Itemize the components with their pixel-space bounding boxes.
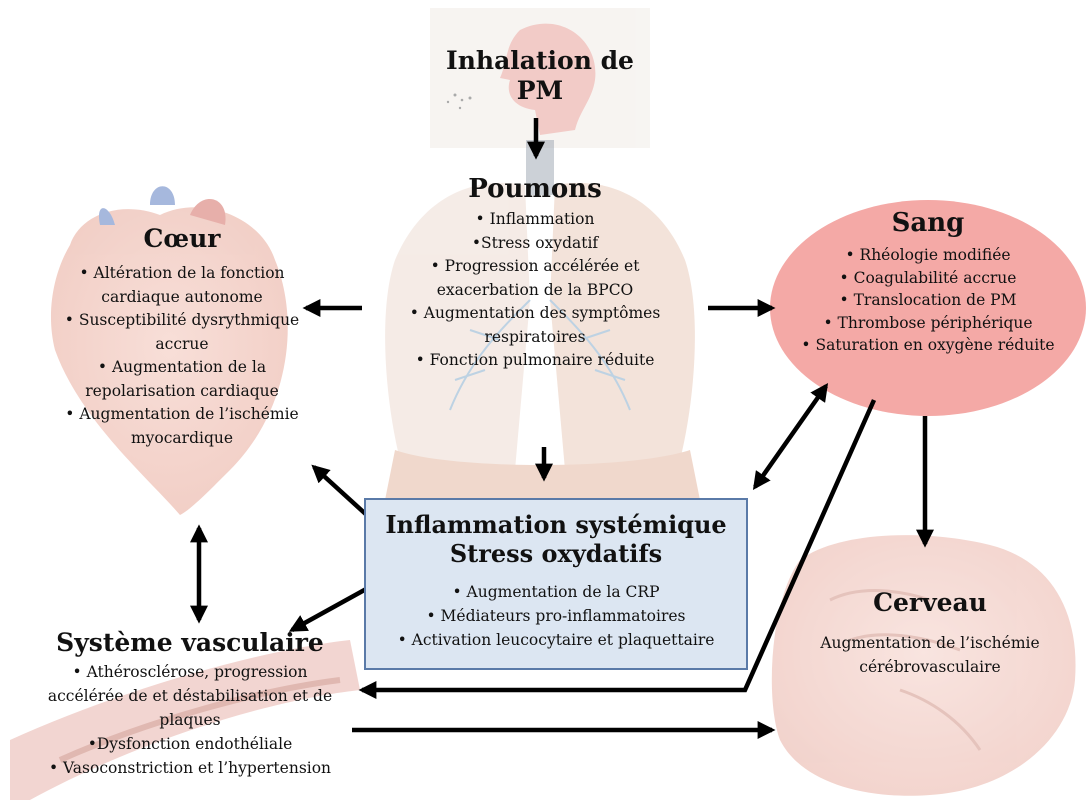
inhalation-title-line2: PM (516, 76, 564, 105)
systemic-item: • Augmentation de la CRP (452, 583, 660, 601)
vessel-illustration (10, 640, 360, 800)
blood-item: • Thrombose périphérique (823, 313, 1033, 332)
heart-item: myocardique (130, 428, 234, 447)
brain-block: Cerveau Augmentation de l’ischémie céréb… (810, 588, 1050, 679)
lungs-item: • Fonction pulmonaire réduite (415, 351, 655, 369)
lungs-illustration (385, 140, 700, 500)
blood-item: • Coagulabilité accrue (839, 268, 1017, 287)
arrow-blood-to-vascular (358, 399, 877, 699)
arrows (190, 118, 934, 739)
vascular-item: • Athérosclérose, progression (72, 663, 308, 681)
inhalation-title: Inhalation de PM (440, 46, 640, 106)
heart-item: repolarisation cardiaque (85, 381, 279, 400)
brain-item: Augmentation de l’ischémie (820, 634, 1040, 652)
arrow-systemic-to-vascular (288, 586, 370, 632)
heart-item: • Augmentation de la (97, 358, 267, 376)
lungs-item: exacerbation de la BPCO (436, 280, 634, 299)
blood-list: • Rhéologie modifiée • Coagulabilité acc… (790, 244, 1066, 357)
brain-list: Augmentation de l’ischémie cérébrovascul… (810, 632, 1050, 679)
systemic-title-line1: Inflammation systémique (385, 510, 727, 539)
systemic-title-line2: Stress oxydatifs (449, 539, 663, 568)
vascular-item: plaques (159, 711, 221, 729)
heart-item: • Susceptibilité dysrythmique (64, 311, 300, 329)
blood-block: Sang • Rhéologie modifiée • Coagulabilit… (790, 208, 1066, 357)
brain-item: cérébrovasculaire (859, 657, 1001, 676)
vascular-item: •Dysfonction endothéliale (87, 735, 293, 753)
vascular-block: Système vasculaire • Athérosclérose, pro… (12, 628, 368, 780)
heart-block: Cœur • Altération de la fonction cardiaq… (46, 224, 318, 450)
lungs-item: • Augmentation des symptômes (409, 304, 661, 322)
systemic-list: • Augmentation de la CRP • Médiateurs pr… (366, 580, 746, 652)
systemic-content: Inflammation systémique Stress oxydatifs… (366, 510, 746, 652)
lungs-item: • Progression accélérée et (430, 257, 640, 275)
lungs-title: Poumons (468, 174, 602, 204)
heart-item: cardiaque autonome (101, 287, 263, 306)
brain-illustration (771, 535, 1076, 796)
heart-item: • Altération de la fonction (79, 264, 285, 282)
lungs-block: Poumons • Inflammation •Stress oxydatif … (362, 174, 708, 373)
blood-item: • Saturation en oxygène réduite (801, 336, 1055, 354)
brain-title: Cerveau (873, 588, 987, 617)
arrow-systemic-to-heart (311, 464, 372, 520)
blood-item: • Translocation de PM (839, 291, 1017, 309)
head-illustration (430, 8, 650, 148)
blood-item: • Rhéologie modifiée (845, 246, 1011, 264)
systemic-inflammation-box: Inflammation systémique Stress oxydatifs… (364, 498, 748, 670)
blood-title: Sang (891, 208, 965, 238)
heart-item: • Augmentation de l’ischémie (65, 405, 299, 423)
vascular-list: • Athérosclérose, progression accélérée … (12, 660, 368, 780)
arrow-systemic-blood (752, 383, 829, 490)
vascular-item: accélérée de et déstabilisation et de (47, 687, 333, 705)
heart-title: Cœur (143, 224, 221, 253)
systemic-item: • Activation leucocytaire et plaquettair… (397, 631, 715, 649)
inhalation-title-line1: Inhalation de (446, 46, 634, 75)
blood-ellipse (770, 200, 1086, 416)
lungs-item: •Stress oxydatif (471, 233, 599, 252)
systemic-item: • Médiateurs pro-inflammatoires (426, 607, 686, 625)
heart-illustration (50, 186, 288, 515)
lungs-item: • Inflammation (475, 210, 595, 228)
heart-item: accrue (155, 334, 209, 353)
vascular-item: • Vasoconstriction et l’hypertension (48, 759, 332, 777)
lungs-list: • Inflammation •Stress oxydatif • Progre… (362, 208, 708, 373)
lungs-item: respiratoires (484, 327, 586, 346)
vascular-title: Système vasculaire (56, 628, 324, 657)
heart-list: • Altération de la fonction cardiaque au… (46, 262, 318, 450)
